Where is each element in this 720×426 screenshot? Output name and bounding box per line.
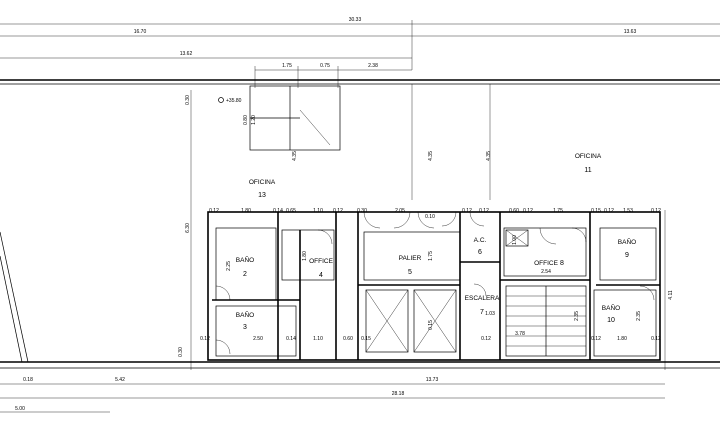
dim-left-vertical-1: 0.30 [185,95,191,105]
room-number-ac-6: 6 [478,249,482,256]
room-number-bano-10: 10 [607,317,615,324]
room-number-office-4: 4 [319,272,323,279]
dim-misc: 2.54 [541,269,551,275]
dim-far-bottom: 5.00 [15,406,25,412]
dim-bottom-row: 3.78 [515,331,525,337]
dim-misc: 1.80 [302,251,308,261]
room-number-oficina-11: 11 [584,167,591,174]
dim-bottom-small: 0.18 [23,377,33,383]
dimension-labels: 30.33 16.70 13.63 13.62 1.75 0.75 2.38 +… [15,17,674,412]
room-name-palier-5: PALIER [399,255,422,262]
dim-bottom-row: 1.80 [617,336,627,342]
dim-top-row: 0.12 [651,208,661,214]
building-walls [0,79,720,369]
dim-top-row: 0.12 [333,208,343,214]
room-name-bano-3: BAÑO [236,310,254,319]
dim-right-vertical: 4.11 [668,290,674,300]
dim-level: +35.80 [226,98,242,104]
room-number-bano-3: 3 [243,324,247,331]
room-name-bano-2: BAÑO [236,255,254,264]
dim-top-row: 0.15 [591,208,601,214]
dim-misc: 2.35 [636,311,642,321]
dim-top-row: 0.12 [523,208,533,214]
dim-bottom-row: 0.14 [286,336,296,342]
dim-inner-top: 13.62 [180,51,193,57]
dim-misc: 1.20 [251,115,257,125]
dim-bottom-right: 13.73 [426,377,439,383]
dim-misc: 1.75 [428,251,434,261]
room-number-bano-9: 9 [625,252,629,259]
dim-right-segment: 13.63 [624,29,637,35]
dim-stair-1: 1.75 [282,63,292,69]
dim-bottom-row: 0.60 [343,336,353,342]
dim-bottom-row: 0.12 [591,336,601,342]
dim-top-row: 1.75 [553,208,563,214]
dim-misc: 0.80 [243,115,249,125]
room-number-escalera-7: 7 [480,309,484,316]
room-name-bano-10: BAÑO [602,303,620,312]
dim-bottom-row: 2.50 [253,336,263,342]
dim-misc: 4.35 [428,151,434,161]
level-marker-icon [218,97,224,103]
dim-bottom-total: 28.18 [392,391,405,397]
dim-top-row: 2.05 [395,208,405,214]
room-name-oficina-13: OFICINA [249,179,276,186]
room-name-bano-9: BAÑO [618,237,636,246]
dim-misc: 1.03 [485,311,495,317]
dim-top-row: 0.14 [273,208,283,214]
dim-top-row: 1.53 [623,208,633,214]
room-labels: OFICINA 13 OFICINA 11 BAÑO 2 BAÑO 3 OFFI… [236,153,636,331]
dim-top-row: 0.12 [604,208,614,214]
dim-top-row: 0.60 [509,208,519,214]
dim-top-row: 0.30 [357,208,367,214]
dim-misc: 4.35 [292,151,298,161]
dim-top-row: 1.80 [241,208,251,214]
dim-top-row: 0.10 [425,214,435,220]
room-number-office-8: 8 [560,260,564,267]
dim-bottom-row: 0.12 [481,336,491,342]
room-name-oficina-11: OFICINA [575,153,602,160]
dim-bottom-left: 5.42 [115,377,125,383]
dim-stair-2: 0.75 [320,63,330,69]
dim-left-vertical-2: 6.30 [185,223,191,233]
dim-bottom-row: 1.10 [313,336,323,342]
room-name-escalera-7: ESCALERA [465,295,500,302]
dim-top-row: 1.10 [313,208,323,214]
room-number-bano-2: 2 [243,271,247,278]
dimension-lines [0,20,720,413]
dim-misc: 2.25 [226,261,232,271]
room-number-palier-5: 5 [408,269,412,276]
dim-stair-3: 2.38 [368,63,378,69]
dim-misc: 4.35 [486,151,492,161]
dim-top-row: 0.12 [462,208,472,214]
dim-misc: 0.15 [428,320,434,330]
dim-bottom-row: 0.12 [200,336,210,342]
dim-top-row: 0.65 [286,208,296,214]
room-name-office-4: OFFICE [309,258,333,265]
stair-core [505,229,587,357]
dim-top-row: 0.12 [479,208,489,214]
door-swings [215,211,655,355]
dim-left-vertical-3: 0.30 [178,347,184,357]
dim-top-row: 0.12 [209,208,219,214]
dim-left-segment: 16.70 [134,29,147,35]
dim-misc: 1.00 [512,235,518,245]
room-number-oficina-13: 13 [258,192,266,199]
room-name-ac-6: A.C. [474,237,487,244]
dim-overall-top: 30.33 [349,17,362,23]
elevators [365,289,457,353]
room-name-office-8: OFFICE [534,260,558,267]
